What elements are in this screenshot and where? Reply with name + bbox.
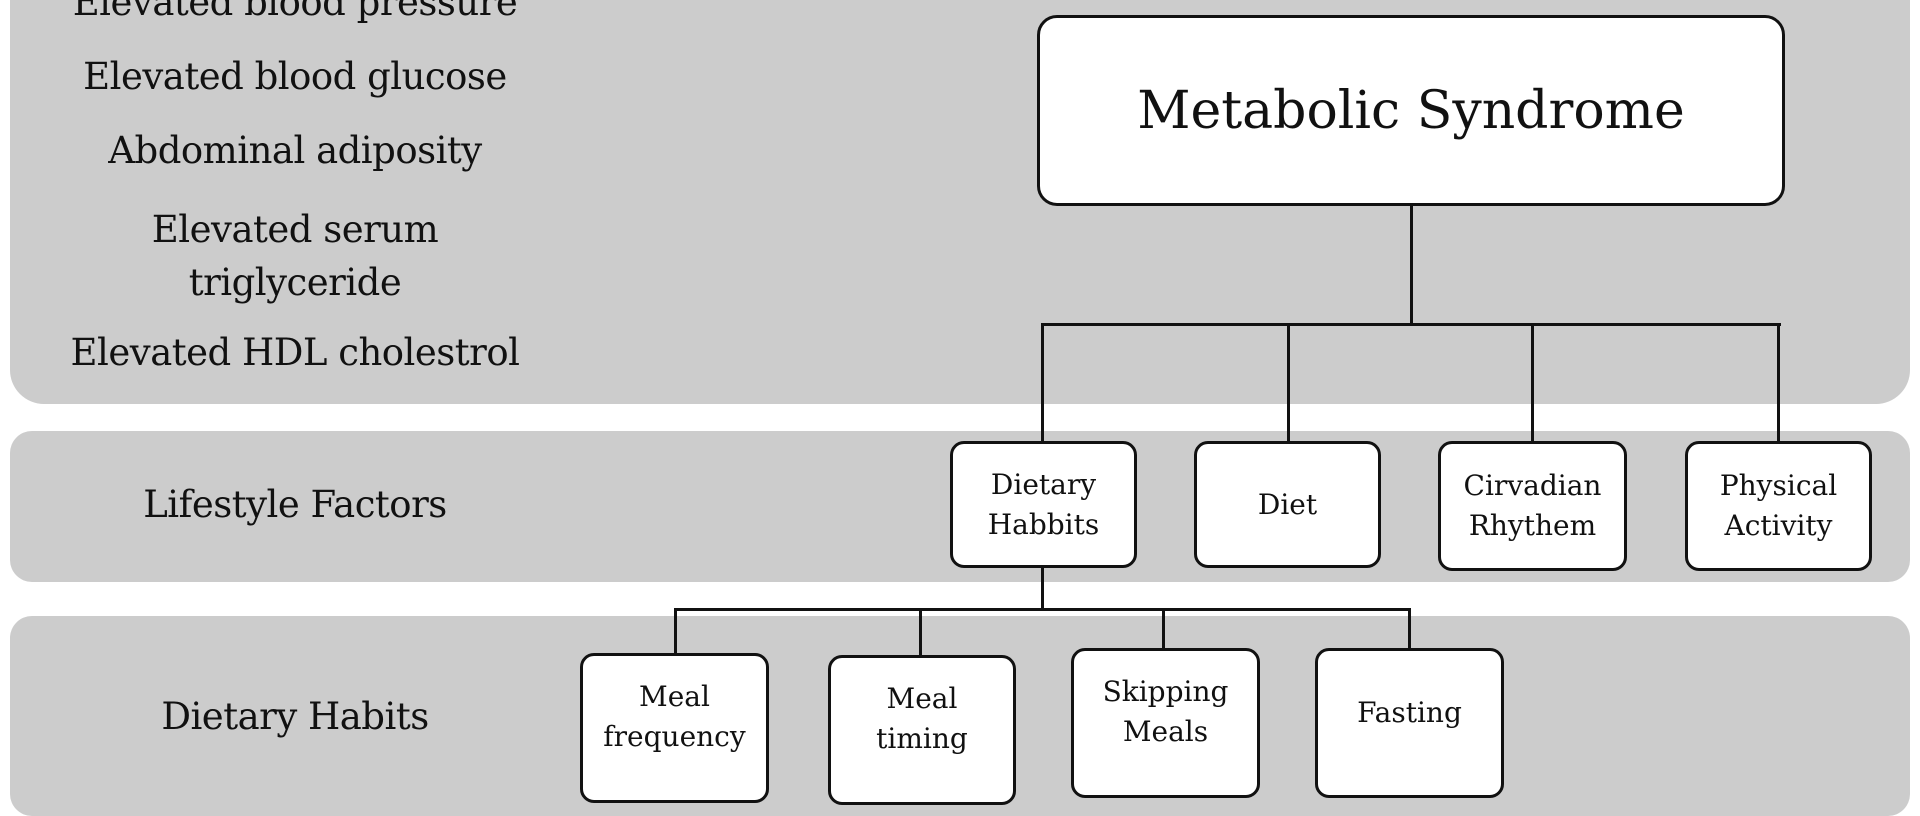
node-physical-activity: Physical Activity (1685, 441, 1872, 571)
node-skipping-meals: Skipping Meals (1071, 648, 1260, 798)
criterion-hdl: Elevated HDL cholestrol (70, 331, 520, 374)
connector (674, 608, 1411, 611)
connector (1777, 323, 1780, 443)
criterion-abdominal-adiposity: Abdominal adiposity (108, 129, 482, 172)
root-node: Metabolic Syndrome (1037, 15, 1785, 206)
node-meal-timing: Meal timing (828, 655, 1016, 805)
criterion-blood-glucose: Elevated blood glucose (83, 55, 507, 98)
connector (1041, 323, 1044, 443)
node-fasting: Fasting (1315, 648, 1504, 798)
node-circadian-rhythm: Cirvadian Rhythem (1438, 441, 1627, 571)
row-label-dietary: Dietary Habits (161, 695, 429, 738)
connector (1410, 204, 1413, 326)
connector (1287, 323, 1290, 443)
connector (1162, 608, 1165, 655)
connector (1041, 323, 1781, 326)
connector (1041, 567, 1044, 611)
node-dietary-habbits: Dietary Habbits (950, 441, 1137, 568)
node-meal-frequency: Meal frequency (580, 653, 769, 803)
node-diet: Diet (1194, 441, 1381, 568)
connector (919, 608, 922, 655)
criterion-blood-pressure: Elevated blood pressure (72, 0, 518, 24)
criterion-triglyceride: Elevated serum triglyceride (151, 208, 439, 304)
connector (1408, 608, 1411, 655)
row-label-lifestyle: Lifestyle Factors (143, 483, 447, 526)
connector (1531, 323, 1534, 443)
connector (674, 608, 677, 655)
